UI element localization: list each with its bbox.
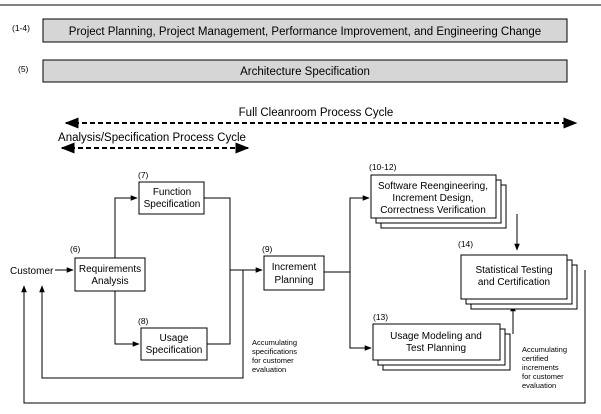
accum-cert-line-2: certified	[522, 354, 548, 363]
increment-tag: (9)	[262, 244, 273, 254]
req-to-usage-arrow	[114, 291, 140, 347]
accum-cert-line-5: evaluation	[522, 381, 556, 390]
usage-spec-box	[140, 327, 208, 361]
accum-cert-line-4: for customer	[522, 372, 564, 381]
reeng-box	[370, 174, 497, 219]
planning-bar-label: Project Planning, Project Management, Pe…	[69, 26, 541, 38]
usage-model-line-2: Test Planning	[406, 343, 466, 354]
increment-planning-box	[263, 255, 325, 291]
increment-to-usage-model-arrow	[349, 272, 372, 351]
function-spec-line-1: Function	[153, 187, 191, 198]
reeng-line-3: Correctness Verification	[380, 205, 486, 216]
analysis-cycle-label: Analysis/Specification Process Cycle	[58, 132, 246, 144]
usage-spec-tag: (8)	[138, 316, 149, 326]
architecture-bar-label: Architecture Specification	[240, 66, 370, 78]
accum-specs-line-1: Accumulating	[252, 338, 297, 347]
reeng-line-1: Software Reengineering,	[378, 181, 488, 192]
usage-spec-line-2: Specification	[146, 345, 203, 356]
bar-1-tag: (1-4)	[12, 23, 30, 33]
function-spec-box	[138, 181, 205, 215]
spec-feedback-arrow	[39, 270, 244, 379]
function-spec-tag: (7)	[138, 170, 149, 180]
testing-line-2: and Certification	[478, 277, 550, 288]
usage-model-line-1: Usage Modeling and	[390, 331, 482, 342]
accum-specs-line-3: for customer	[252, 356, 294, 365]
requirements-box	[74, 257, 146, 292]
reeng-tag: (10-12)	[369, 162, 397, 172]
increment-line-2: Planning	[275, 275, 314, 286]
certified-feedback-arrow	[21, 270, 586, 404]
requirements-tag: (6)	[70, 244, 81, 254]
function-spec-line-2: Specification	[144, 199, 201, 210]
increment-to-reeng-arrow	[349, 195, 370, 272]
accum-cert-line-3: increments	[522, 363, 559, 372]
testing-line-1: Statistical Testing	[475, 265, 552, 276]
reeng-line-2: Increment Design,	[392, 193, 473, 204]
architecture-bar	[42, 59, 568, 83]
usage-model-tag: (13)	[373, 312, 388, 322]
testing-box	[460, 254, 568, 300]
full-cycle-label: Full Cleanroom Process Cycle	[239, 107, 394, 119]
planning-bar	[42, 18, 568, 43]
customer-label: Customer	[10, 266, 54, 277]
accum-specs-line-2: specifications	[252, 347, 297, 356]
requirements-line-1: Requirements	[79, 264, 141, 275]
bar-2-tag: (5)	[18, 64, 29, 74]
usage-model-box	[372, 323, 501, 361]
accum-cert-line-1: Accumulating	[522, 345, 567, 354]
testing-tag: (14)	[458, 239, 473, 249]
usage-spec-line-1: Usage	[160, 333, 189, 344]
spec-merge-line	[204, 197, 231, 345]
requirements-line-2: Analysis	[91, 276, 128, 287]
accum-specs-line-4: evaluation	[252, 365, 286, 374]
increment-line-1: Increment	[272, 262, 317, 273]
req-to-function-arrow	[114, 195, 138, 258]
